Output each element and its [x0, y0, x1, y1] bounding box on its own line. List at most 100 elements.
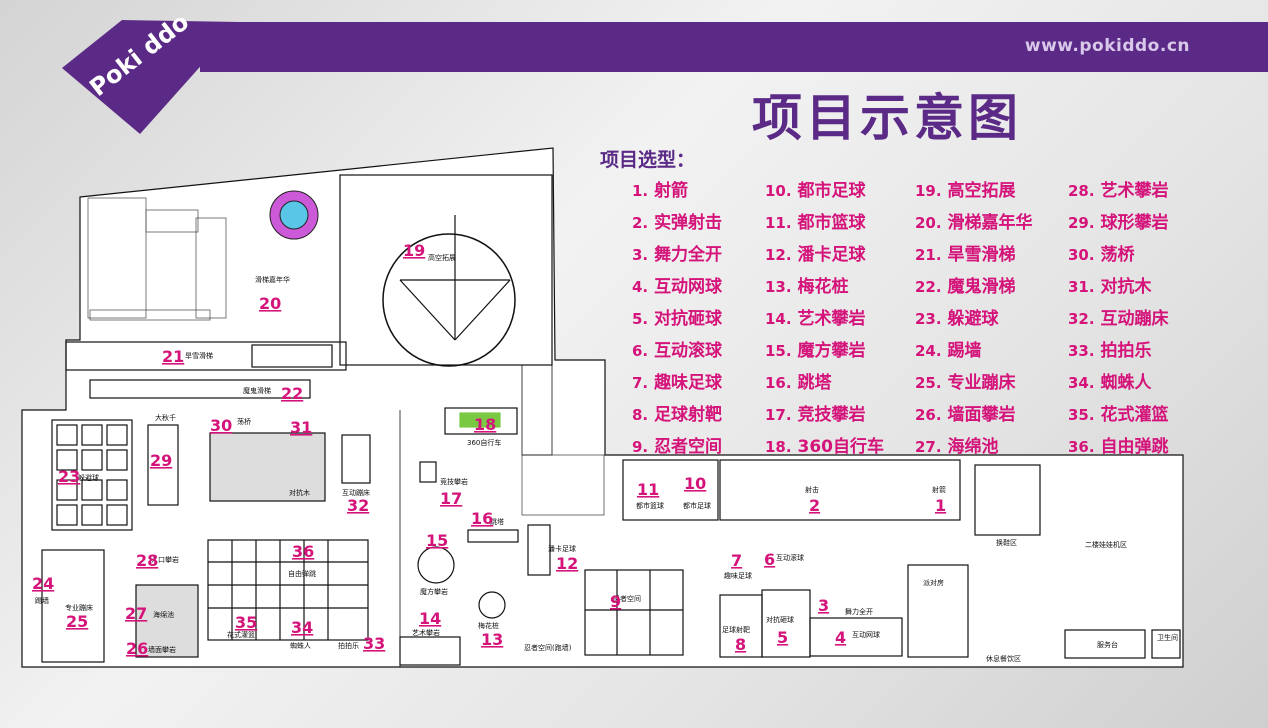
zone-number: 15 — [426, 531, 448, 550]
legend-item: 21. 旱雪滑梯 — [915, 240, 1033, 272]
shooting-archery — [719, 459, 961, 521]
zone-number: 7 — [731, 551, 742, 570]
legend-item-name: 旱雪滑梯 — [947, 245, 1016, 265]
label-spiderman: 蜘蛛人 — [290, 641, 311, 650]
page-title: 项目示意图 — [752, 89, 1022, 147]
pro-trampoline — [41, 549, 105, 663]
legend-item: 35. 花式灌篮 — [1068, 400, 1169, 432]
legend-item: 12. 潘卡足球 — [765, 240, 884, 272]
legend-item-number: 16. — [765, 374, 792, 392]
legend-item-name: 360自行车 — [797, 437, 885, 457]
legend-item-name: 专业蹦床 — [947, 373, 1016, 393]
legend-item-name: 对抗木 — [1100, 277, 1152, 297]
legend-item: 14. 艺术攀岩 — [765, 304, 884, 336]
zone-number: 2 — [809, 496, 820, 515]
legend-item-name: 都市足球 — [797, 181, 866, 201]
label-entrance-climb: 入口攀岩 — [151, 555, 179, 564]
zone-number: 22 — [281, 384, 303, 403]
legend-item: 25. 专业蹦床 — [915, 368, 1033, 400]
legend-item-name: 梅花桩 — [797, 277, 849, 297]
legend-item-number: 17. — [765, 406, 792, 424]
legend-item: 5. 对抗砸球 — [632, 304, 722, 336]
zone-number: 13 — [481, 630, 503, 649]
zone-number: 19 — [403, 241, 425, 260]
ninja-grid — [584, 569, 684, 656]
legend-item-number: 20. — [915, 214, 942, 232]
legend-item-number: 10. — [765, 182, 792, 200]
website-url[interactable]: www.pokiddo.cn — [1024, 36, 1190, 56]
legend-item: 7. 趣味足球 — [632, 368, 722, 400]
label-toilet: 卫生间 — [1157, 633, 1178, 642]
label-high-ropes: 高空拓展 — [428, 253, 456, 262]
jump-tower — [467, 529, 519, 543]
label-shoe-area: 换鞋区 — [996, 538, 1017, 547]
legend-item: 32. 互动蹦床 — [1068, 304, 1169, 336]
label-pro-trampoline: 专业蹦床 — [65, 603, 93, 612]
zone-number: 36 — [292, 542, 314, 561]
legend-item-name: 艺术攀岩 — [1100, 181, 1169, 201]
header-bar — [200, 22, 1268, 72]
legend-item: 18. 360自行车 — [765, 432, 884, 464]
legend-item: 11. 都市篮球 — [765, 208, 884, 240]
panna-football — [527, 524, 551, 576]
legend-item-number: 8. — [632, 406, 649, 424]
legend-item: 29. 球形攀岩 — [1068, 208, 1169, 240]
label-claw-area: 二楼娃娃机区 — [1085, 540, 1127, 549]
zone-number: 31 — [290, 418, 312, 437]
label-service-desk: 服务台 — [1097, 640, 1118, 649]
legend-title: 项目选型： — [600, 149, 696, 171]
legend-item-number: 15. — [765, 342, 792, 360]
legend-item: 9. 忍者空间 — [632, 432, 722, 464]
legend-item-number: 28. — [1068, 182, 1095, 200]
legend-item: 8. 足球射靶 — [632, 400, 722, 432]
legend-item: 13. 梅花桩 — [765, 272, 884, 304]
zone-number: 29 — [150, 451, 172, 470]
legend-item-name: 互动网球 — [654, 277, 723, 297]
legend-item-number: 2. — [632, 214, 649, 232]
legend-item-name: 魔鬼滑梯 — [947, 277, 1016, 297]
zone-number: 6 — [764, 550, 775, 569]
label-bike360: 360自行车 — [467, 438, 501, 447]
bike360-area — [444, 407, 518, 435]
legend-item: 33. 拍拍乐 — [1068, 336, 1169, 368]
zone-number: 21 — [162, 347, 184, 366]
legend-item-number: 34. — [1068, 374, 1095, 392]
label-jump-tower: 跳塔 — [490, 517, 504, 526]
legend-item: 30. 荡桥 — [1068, 240, 1169, 272]
legend-item-name: 拍拍乐 — [1100, 341, 1152, 361]
pokiddo-logo[interactable]: Poki ddo — [60, 18, 250, 136]
legend-item: 4. 互动网球 — [632, 272, 722, 304]
legend-item: 28. 艺术攀岩 — [1068, 176, 1169, 208]
slide-carnival-grid — [87, 197, 227, 321]
city-football-basketball — [622, 459, 719, 521]
legend-item-number: 23. — [915, 310, 942, 328]
legend-item-name: 趣味足球 — [654, 373, 723, 393]
label-kick-wall: 踢墙 — [35, 596, 49, 605]
legend-item: 31. 对抗木 — [1068, 272, 1169, 304]
zone-number: 5 — [777, 628, 788, 647]
legend-item-number: 35. — [1068, 406, 1095, 424]
label-city-football: 都市足球 — [683, 501, 711, 510]
legend-item-name: 跳塔 — [797, 373, 832, 393]
label-tennis: 互动网球 — [852, 630, 880, 639]
label-ninja-area: 忍者空间(跑墙) — [524, 643, 572, 652]
label-archery: 射箭 — [932, 485, 946, 494]
zone-number: 24 — [32, 574, 54, 593]
label-rolling-ball: 互动滚球 — [776, 553, 804, 562]
legend-item: 10. 都市足球 — [765, 176, 884, 208]
legend-item-number: 21. — [915, 246, 942, 264]
legend-item-number: 25. — [915, 374, 942, 392]
zone-number: 23 — [58, 467, 80, 486]
zone-number: 12 — [556, 554, 578, 573]
big-swing — [147, 424, 179, 506]
cube-climb — [417, 546, 455, 584]
legend-item-name: 荡桥 — [1100, 245, 1135, 265]
shoe-area — [974, 464, 1041, 536]
zone-number: 35 — [235, 613, 257, 632]
zone-number: 18 — [474, 415, 496, 434]
label-wall-climb: 墙面攀岩 — [148, 645, 176, 654]
legend-item-name: 足球射靶 — [654, 405, 723, 425]
legend-item-name: 魔方攀岩 — [797, 341, 866, 361]
legend-item: 23. 躲避球 — [915, 304, 1033, 336]
